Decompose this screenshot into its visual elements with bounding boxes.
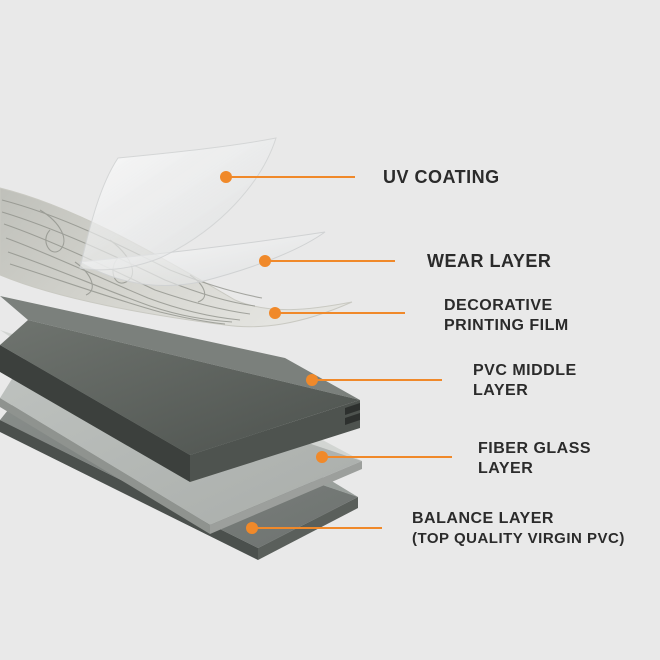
label-pvc-middle-layer: PVC MIDDLE LAYER [473,361,577,401]
label-line: PVC MIDDLE [473,362,577,379]
marker-dot [220,171,232,183]
leader-pvc [306,374,442,386]
wear-layer-film [78,231,326,286]
label-line: WEAR LAYER [427,251,552,271]
label-fiber-glass-layer: FIBER GLASS LAYER [478,439,591,479]
label-balance-layer: BALANCE LAYER (TOP QUALITY VIRGIN PVC) [412,509,625,549]
marker-dot [246,522,258,534]
pvc-middle-layer-plank [0,296,360,482]
marker-dot [306,374,318,386]
leader-fiber [316,451,452,463]
marker-dot [259,255,271,267]
label-line: FIBER GLASS [478,440,592,457]
label-line: PRINTING FILM [444,317,569,334]
label-uv-coating: UV COATING [383,167,500,187]
leader-balance [246,522,382,534]
label-line: DECORATIVE [444,297,553,314]
label-line: (TOP QUALITY VIRGIN PVC) [412,530,625,547]
label-line: LAYER [473,382,529,399]
leader-wear [259,255,395,267]
leader-uv [220,171,355,183]
leader-decor [269,307,405,319]
marker-dot [316,451,328,463]
label-line: UV COATING [383,167,500,187]
label-wear-layer: WEAR LAYER [427,251,551,271]
label-line: LAYER [478,460,534,477]
label-line: BALANCE LAYER [412,510,554,527]
marker-dot [269,307,281,319]
uv-coating-film [79,137,277,271]
label-decorative-printing-film: DECORATIVE PRINTING FILM [444,296,569,336]
